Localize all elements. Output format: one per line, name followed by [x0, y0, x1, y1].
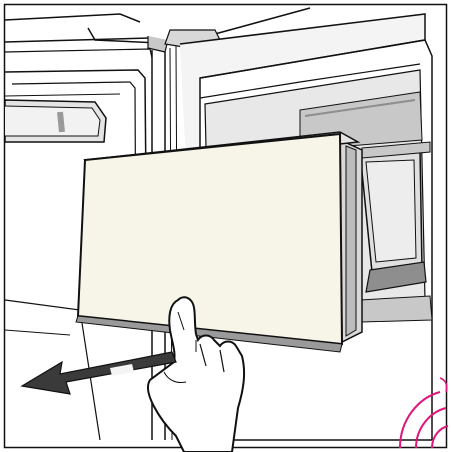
stamp-mark-icon: [399, 377, 449, 449]
pull-direction-arrow-icon: [20, 351, 177, 395]
drawer-front: [76, 132, 344, 346]
left-door: [4, 13, 153, 441]
door-shelf-bin: [4, 99, 107, 143]
hand-icon: [147, 296, 246, 452]
drawer: [75, 131, 363, 353]
inner-drawer-bin: [359, 141, 431, 293]
